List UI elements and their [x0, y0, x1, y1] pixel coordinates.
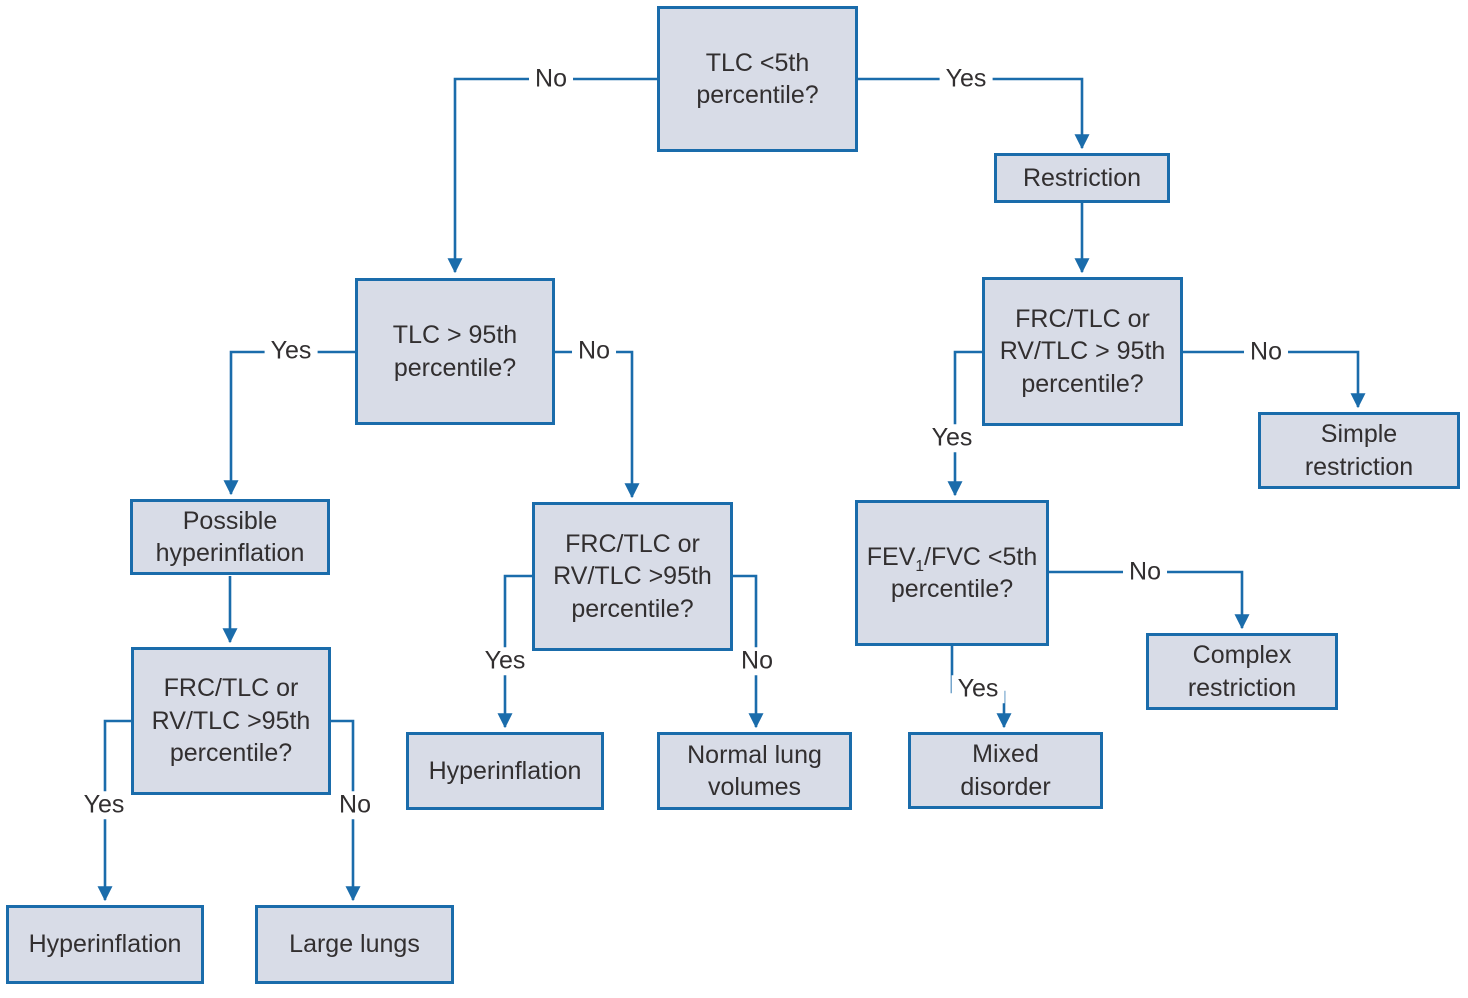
edge-label-tlc95-yes: Yes [264, 337, 318, 365]
node-text: Mixed [972, 740, 1039, 768]
node-text: RV/TLC >95th [151, 706, 311, 735]
node-hyperinflation-left: Hyperinflation [6, 905, 204, 984]
edge-label-mid-frc-yes: Yes [478, 647, 532, 675]
node-simple-restriction: Simple restriction [1258, 412, 1460, 489]
node-text: TLC > 95th [392, 321, 518, 349]
fev1-subscript: 1 [915, 557, 924, 575]
node-fev1-fvc-lt-5th-percentile: FEV1/FVC <5th percentile? [855, 500, 1049, 646]
edge-left-frc-yes [97, 719, 131, 902]
edge-tlc95-no [555, 350, 640, 499]
edge-label-tlc95-no: No [572, 337, 616, 365]
node-text: FEV1/FVC <5th [866, 542, 1038, 575]
node-text: hyperinflation [155, 539, 305, 567]
node-frc-rv-tlc-gt-95th-right: FRC/TLC or RV/TLC > 95th percentile? [982, 277, 1183, 426]
node-normal-lung-volumes: Normal lung volumes [657, 732, 852, 810]
edge-label-right-frc-yes: Yes [925, 424, 979, 452]
node-text: percentile? [1021, 369, 1144, 398]
edge-label-fev-yes: Yes [951, 675, 1005, 703]
node-text: Normal lung [687, 740, 822, 769]
node-text: Restriction [1022, 163, 1142, 192]
edge-label-top-no: No [529, 65, 573, 93]
edge-label-right-frc-no: No [1244, 338, 1288, 366]
edge-left-frc-no [331, 719, 361, 902]
edge-right-frc-no [1183, 350, 1366, 409]
node-frc-rv-tlc-gt-95th-left: FRC/TLC or RV/TLC >95th percentile? [131, 647, 331, 795]
node-text: percentile? [890, 575, 1014, 603]
edge-label-left-frc-no: No [333, 791, 377, 819]
node-complex-restriction: Complex restriction [1146, 633, 1338, 710]
node-text: percentile? [169, 739, 293, 768]
node-text: FRC/TLC or [1015, 304, 1150, 333]
edge-fev-no [1049, 570, 1250, 630]
edge-tlc95-yes [223, 350, 355, 496]
edge-label-top-yes: Yes [939, 65, 993, 93]
node-text: Possible [182, 506, 278, 535]
edge-label-left-frc-yes: Yes [77, 791, 131, 819]
node-text: Large lungs [289, 930, 420, 959]
node-text: percentile? [696, 81, 819, 109]
node-text: Hyperinflation [28, 930, 182, 959]
node-possible-hyperinflation: Possible hyperinflation [130, 499, 330, 575]
edge-top-no [447, 77, 657, 274]
node-text: restriction [1304, 452, 1414, 481]
node-text: TLC <5th [705, 48, 810, 77]
node-text: percentile? [571, 594, 694, 623]
node-text: FRC/TLC or [565, 529, 700, 558]
node-tlc-gt-95th-percentile: TLC > 95th percentile? [355, 278, 555, 425]
node-text: disorder [960, 772, 1051, 801]
node-text: Complex [1192, 641, 1292, 669]
edge-mid-frc-yes [497, 574, 532, 729]
edge-mid-frc-no [733, 574, 764, 729]
node-text: FRC/TLC or [163, 674, 299, 703]
edge-label-fev-no: No [1123, 558, 1167, 586]
node-text: Hyperinflation [428, 756, 582, 785]
node-text: Simple [1320, 420, 1398, 448]
node-text: percentile? [393, 353, 517, 382]
node-text: volumes [707, 773, 802, 801]
node-tlc-lt-5th-percentile: TLC <5th percentile? [657, 6, 858, 152]
edge-label-mid-frc-no: No [735, 647, 779, 675]
node-frc-rv-tlc-gt-95th-mid: FRC/TLC or RV/TLC >95th percentile? [532, 502, 733, 651]
edge-top-yes [858, 77, 1090, 150]
node-large-lungs: Large lungs [255, 905, 454, 984]
node-text: RV/TLC > 95th [999, 337, 1166, 366]
node-text: RV/TLC >95th [553, 562, 712, 591]
node-hyperinflation-mid: Hyperinflation [406, 732, 604, 810]
node-mixed-disorder: Mixed disorder [908, 732, 1103, 809]
node-restriction: Restriction [994, 153, 1170, 203]
node-text: restriction [1187, 673, 1297, 702]
